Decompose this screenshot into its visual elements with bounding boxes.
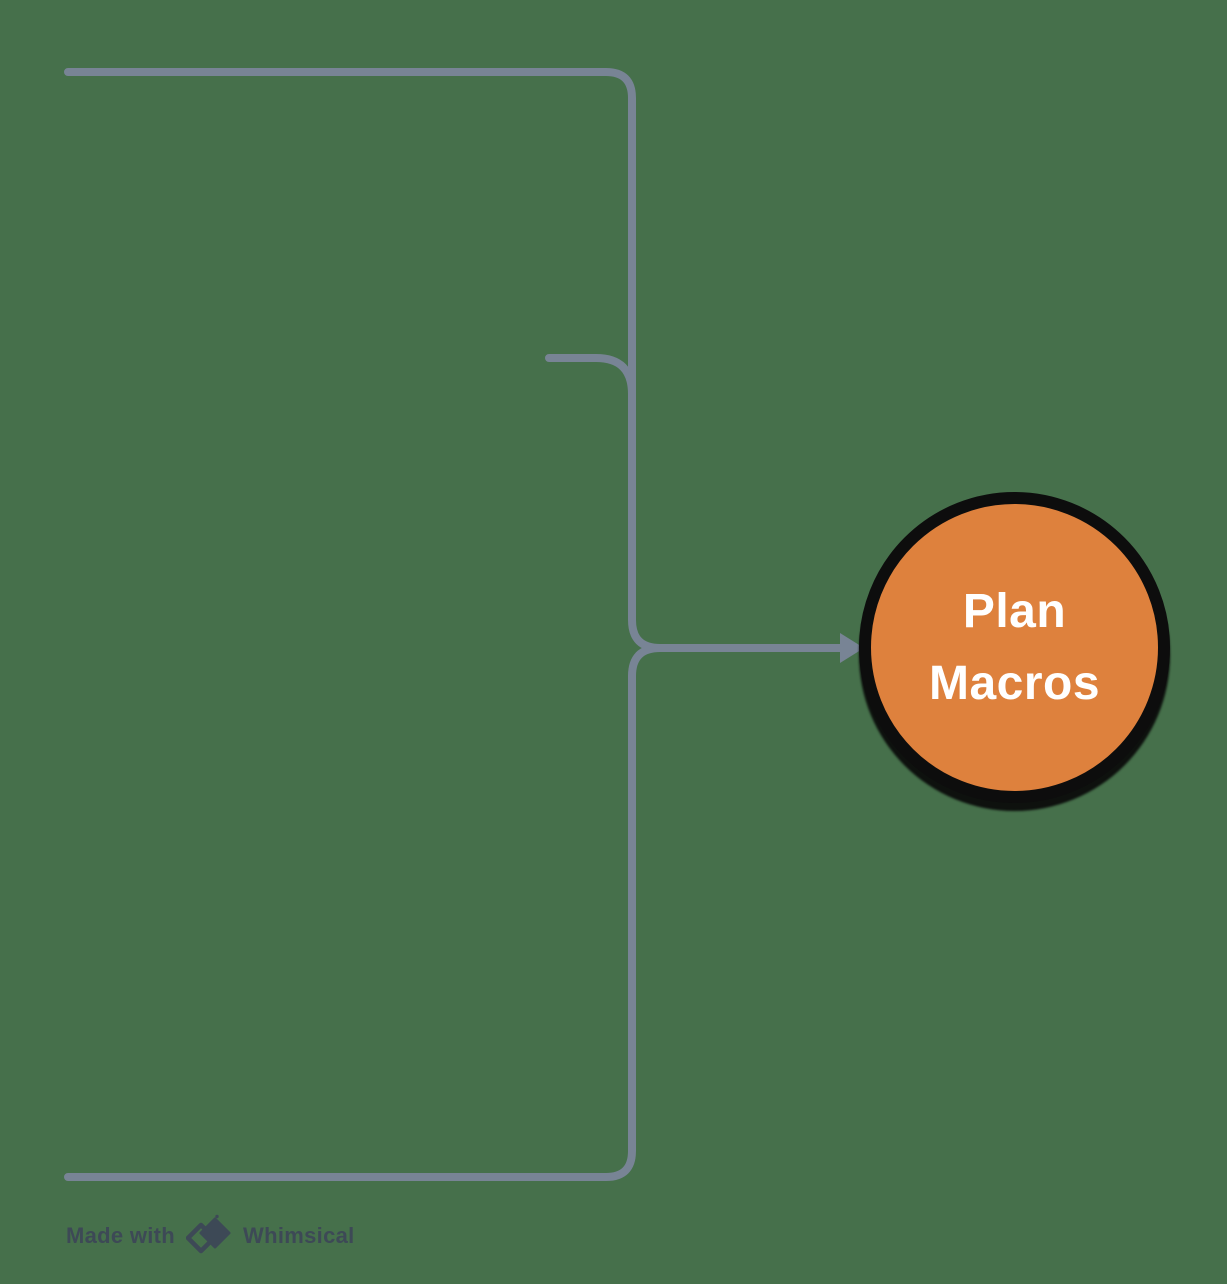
- watermark-brand: Whimsical: [243, 1223, 355, 1248]
- watermark-prefix: Made with: [66, 1223, 176, 1248]
- connector-arrowhead-icon: [840, 633, 864, 663]
- whimsical-watermark[interactable]: Made with Whimsical: [66, 1214, 355, 1258]
- mindmap-node-plan-macros[interactable]: Plan Macros: [859, 492, 1170, 803]
- connector-middle-branch: [545, 354, 636, 398]
- node-label-line2: Macros: [928, 656, 1101, 710]
- connector-top-branch: [64, 68, 664, 652]
- whimsical-logo-icon: [186, 1214, 231, 1254]
- node-label-line1: Plan: [962, 584, 1067, 638]
- connector-bottom-branch: [64, 644, 664, 1181]
